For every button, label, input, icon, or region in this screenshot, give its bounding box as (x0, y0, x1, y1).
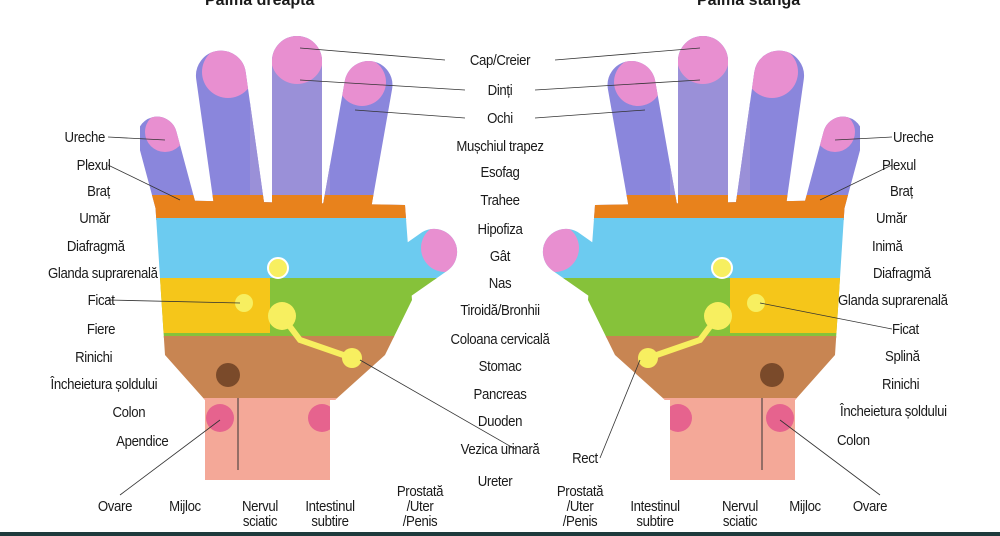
label-ovare-left: Ovare (97, 498, 133, 515)
label-incheietura-soldului-right: Încheietura șoldului (840, 403, 947, 420)
label-brat-left: Braț (87, 183, 110, 200)
title-left-palm: Palma stângă (697, 0, 801, 9)
label-ovare-right: Ovare (852, 498, 888, 515)
label-nervul-sciatic-left: Nervul sciatic (241, 498, 279, 530)
label-rinichi-right: Rinichi (882, 376, 920, 393)
label-rinichi-left: Rinichi (74, 349, 113, 366)
label-incheietura-soldului-left: Încheietura șoldului (50, 376, 157, 393)
label-nervul-sciatic-right: Nervul sciatic (721, 498, 759, 530)
label-glanda-suprarenala-right: Glanda suprarenală (838, 292, 948, 309)
bottom-border (0, 532, 1000, 536)
label-muschiul-trapez: Mușchiul trapez (456, 138, 544, 155)
label-intestinul-subtire-left: Intestinul subtire (305, 498, 355, 530)
label-cap-creier: Cap/Creier (469, 52, 531, 69)
label-plexul-left: Plexul (76, 157, 110, 174)
label-dinti: Dinți (487, 82, 513, 99)
label-prostata-uter-penis-left: Prostată /Uter /Penis (396, 483, 444, 530)
label-ochi: Ochi (487, 110, 513, 127)
label-umar-right: Umăr (876, 210, 907, 227)
label-mijloc-left: Mijloc (169, 498, 201, 515)
label-prostata-uter-penis-right: Prostată /Uter /Penis (556, 483, 604, 530)
label-duoden: Duoden (477, 413, 523, 430)
label-splina: Splină (885, 348, 920, 365)
label-colon-right: Colon (837, 432, 870, 449)
label-brat-right: Braț (890, 183, 913, 200)
label-vezica-urinara: Vezica urinară (460, 441, 540, 458)
connector-lines (107, 47, 893, 496)
label-ficat-right: Ficat (892, 321, 919, 338)
label-glanda-suprarenala-left: Glanda suprarenală (48, 265, 158, 282)
label-hipofiza: Hipofiza (477, 221, 523, 238)
label-nas: Nas (488, 275, 512, 292)
label-colon-left: Colon (112, 404, 145, 421)
label-plexul-right: Plexul (882, 157, 916, 174)
label-trahee: Trahee (480, 192, 520, 209)
label-pancreas: Pancreas (473, 386, 527, 403)
label-ureche-right: Ureche (893, 129, 934, 146)
label-diafragma-left: Diafragmă (67, 238, 125, 255)
right-palm-hand (140, 30, 470, 488)
label-ureter: Ureter (477, 473, 513, 490)
label-tiroida-bronhii: Tiroidă/Bronhii (460, 302, 540, 319)
label-rect: Rect (572, 450, 598, 467)
label-fiere: Fiere (86, 321, 116, 338)
label-coloana-cervicala: Coloana cervicală (450, 331, 550, 348)
label-umar-left: Umăr (79, 210, 110, 227)
label-stomac: Stomac (478, 358, 522, 375)
label-esofag: Esofag (480, 164, 520, 181)
label-gat: Gât (489, 248, 511, 265)
label-ureche-left: Ureche (64, 129, 106, 146)
label-apendice: Apendice (115, 433, 169, 450)
label-mijloc-right: Mijloc (789, 498, 821, 515)
label-diafragma-right: Diafragmă (873, 265, 931, 282)
title-right-palm: Palma dreaptă (205, 0, 315, 9)
label-inima: Inimă (872, 238, 903, 255)
label-ficat-left: Ficat (88, 292, 115, 309)
label-intestinul-subtire-right: Intestinul subtire (630, 498, 680, 530)
left-palm-hand (530, 30, 860, 488)
